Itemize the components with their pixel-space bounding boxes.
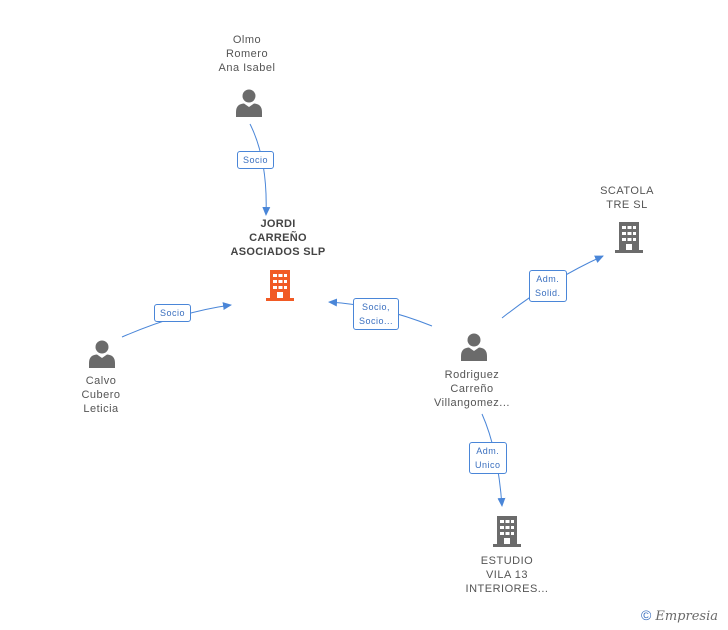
node-label-line: Leticia	[83, 403, 119, 415]
copyright-symbol: ©	[641, 607, 652, 623]
node-label-line: CARREÑO	[249, 232, 307, 244]
node-label-scatola[interactable]: SCATOLA TRE SL	[583, 184, 671, 212]
edge-label-line: Socio...	[359, 316, 394, 326]
edge-label-calvo-jordi[interactable]: Socio	[154, 304, 192, 322]
node-label-line: Carreño	[450, 383, 494, 395]
node-label-line: INTERIORES...	[465, 583, 549, 595]
node-label-line: Villangomez...	[434, 397, 510, 409]
edge-label-line: Solid.	[535, 288, 561, 298]
edge-label-line: Unico	[475, 460, 501, 470]
node-label-calvo[interactable]: Calvo Cubero Leticia	[60, 374, 142, 416]
brand-logo-text: Empresia	[655, 609, 718, 624]
node-label-line: Olmo	[232, 34, 262, 46]
person-icon[interactable]	[459, 332, 489, 362]
node-label-line: ESTUDIO	[480, 555, 534, 567]
node-label-line: TRE SL	[606, 199, 648, 211]
edge-label-rodriguez-jordi[interactable]: Socio, Socio...	[353, 298, 400, 330]
company-building-icon[interactable]	[613, 220, 645, 254]
node-label-line: Cubero	[81, 389, 121, 401]
edge-label-line: Socio,	[362, 302, 391, 312]
edge-label-line: Socio	[243, 155, 269, 165]
edge-label-line: Adm.	[476, 446, 500, 456]
edge-label-rodriguez-estudio[interactable]: Adm. Unico	[469, 442, 507, 474]
edge-label-rodriguez-scatola[interactable]: Adm. Solid.	[529, 270, 567, 302]
person-icon[interactable]	[87, 339, 117, 369]
node-label-line: JORDI	[260, 218, 296, 230]
person-icon[interactable]	[234, 88, 264, 118]
edge-label-line: Adm.	[536, 274, 560, 284]
node-label-olmo[interactable]: Olmo Romero Ana Isabel	[205, 33, 289, 75]
node-label-jordi[interactable]: JORDI CARREÑO ASOCIADOS SLP	[213, 217, 343, 259]
edge-olmo-to-jordi	[249, 123, 271, 216]
node-label-rodriguez[interactable]: Rodriguez Carreño Villangomez...	[414, 368, 530, 410]
node-label-line: Rodriguez	[444, 369, 500, 381]
edge-label-olmo-jordi[interactable]: Socio	[237, 151, 275, 169]
node-label-line: Romero	[225, 48, 269, 60]
node-label-estudio[interactable]: ESTUDIO VILA 13 INTERIORES...	[452, 554, 562, 596]
company-building-icon[interactable]	[491, 514, 523, 548]
node-label-line: Calvo	[85, 375, 117, 387]
node-label-line: SCATOLA	[600, 185, 654, 197]
node-label-line: VILA 13	[485, 569, 529, 581]
node-label-line: ASOCIADOS SLP	[230, 246, 326, 258]
main-company-building-icon[interactable]	[264, 268, 296, 302]
empresia-watermark: ©Empresia	[641, 607, 718, 624]
node-label-line: Ana Isabel	[218, 62, 276, 74]
edge-label-line: Socio	[160, 308, 186, 318]
